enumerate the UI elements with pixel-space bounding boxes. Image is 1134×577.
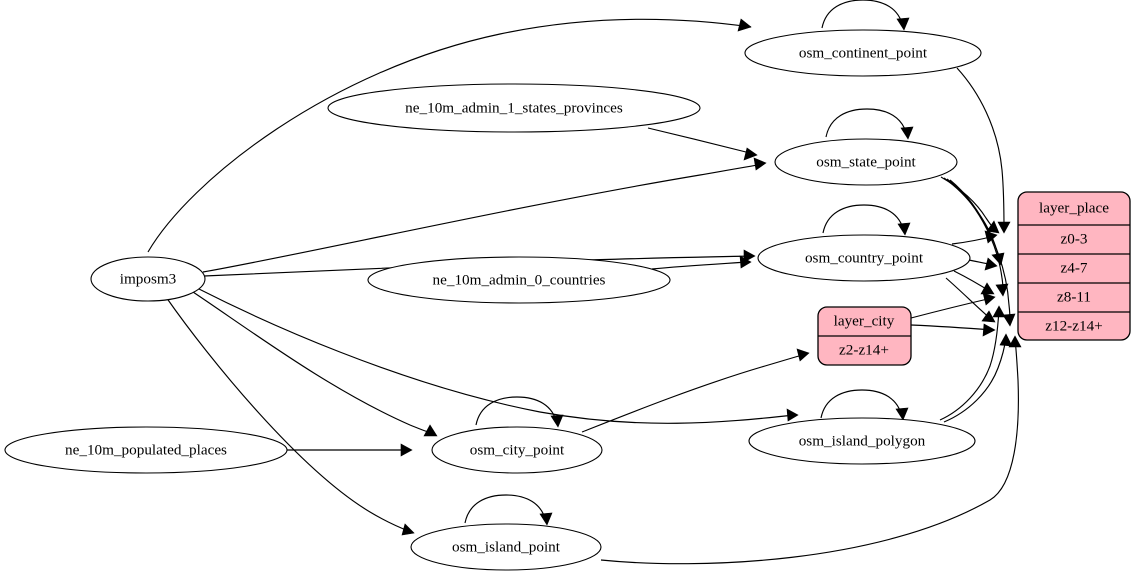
- node-osm-state-point[interactable]: osm_state_point: [774, 138, 958, 186]
- edge-osm-state-point-to-layer-place-z0-3: [940, 176, 1000, 234]
- edge-osm-island-polygon-to-layer-place-z12-z14: [943, 333, 1013, 423]
- edge-layer-city-to-layer-place-z8-11: [910, 292, 996, 319]
- edge-osm-country-point-to-layer-place-z0-3: [951, 230, 998, 245]
- edge-ne-populated-to-osm-city-point: [286, 443, 413, 457]
- node-imposm3-label: imposm3: [120, 270, 177, 287]
- node-ne-countries-label: ne_10m_admin_0_countries: [433, 271, 606, 288]
- node-osm-country-point[interactable]: osm_country_point: [757, 234, 971, 282]
- node-osm-island-polygon-label: osm_island_polygon: [799, 432, 926, 449]
- record-layer-place-row-z12-z14[interactable]: z12-z14+: [1045, 317, 1102, 334]
- edge-layer: [147, 0, 1022, 565]
- edge-layer-city-to-layer-place-z12-z14: [910, 323, 996, 337]
- record-layer: layer_place z0-3 z4-7 z8-11 z12-z14+ lay…: [817, 191, 1131, 366]
- edge-imposm3-to-osm-city-point: [192, 291, 438, 437]
- self-loop-osm-continent-point: [821, 0, 910, 31]
- node-ne-states-label: ne_10m_admin_1_states_provinces: [405, 99, 623, 116]
- edge-ne-countries-to-osm-country-point: [651, 255, 752, 270]
- self-loop-osm-island-polygon: [820, 389, 909, 421]
- edge-ne-states-to-osm-state-point: [647, 127, 758, 161]
- edge-imposm3-to-osm-island-polygon: [198, 288, 799, 424]
- record-layer-city-row-z2-z14[interactable]: z2-z14+: [839, 341, 889, 358]
- record-layer-place-row-z4-7[interactable]: z4-7: [1061, 259, 1088, 276]
- node-osm-continent-point-label: osm_continent_point: [799, 44, 928, 61]
- record-layer-place-frame: [1017, 191, 1131, 341]
- node-osm-country-point-label: osm_country_point: [805, 249, 924, 266]
- edge-osm-island-point-to-layer-place-z12-z14: [600, 335, 1022, 565]
- edge-osm-state-point-to-layer-place-z12-z14: [949, 179, 1016, 327]
- edge-imposm3-to-osm-state-point: [202, 157, 767, 273]
- edge-osm-state-point-to-layer-place-z8-11: [946, 178, 1009, 297]
- node-osm-continent-point[interactable]: osm_continent_point: [744, 29, 982, 77]
- node-ne-10m-admin-1-states-provinces[interactable]: ne_10m_admin_1_states_provinces: [327, 83, 701, 133]
- node-osm-island-point-label: osm_island_point: [452, 538, 561, 555]
- record-layer-place-header: layer_place: [1039, 199, 1109, 216]
- node-ne-10m-admin-0-countries[interactable]: ne_10m_admin_0_countries: [367, 256, 671, 304]
- node-ne-10m-populated-places[interactable]: ne_10m_populated_places: [4, 426, 288, 474]
- self-loop-osm-country-point: [822, 204, 911, 236]
- edge-imposm3-to-osm-continent-point: [147, 18, 752, 253]
- edge-osm-country-point-to-layer-place-z12-z14: [945, 277, 996, 323]
- edge-osm-island-polygon-to-layer-place-z8-11: [939, 305, 1006, 421]
- node-osm-city-point-label: osm_city_point: [470, 441, 565, 458]
- record-layer-city-header: layer_city: [834, 312, 895, 329]
- node-osm-state-point-label: osm_state_point: [816, 153, 916, 170]
- node-osm-city-point[interactable]: osm_city_point: [431, 426, 603, 474]
- node-ne-populated-label: ne_10m_populated_places: [65, 441, 227, 458]
- record-layer-place[interactable]: layer_place z0-3 z4-7 z8-11 z12-z14+: [1017, 191, 1131, 341]
- self-loop-osm-city-point: [475, 396, 564, 428]
- edge-osm-city-point-to-layer-city: [581, 348, 810, 433]
- record-layer-place-row-z0-3[interactable]: z0-3: [1061, 230, 1088, 247]
- node-osm-island-polygon[interactable]: osm_island_polygon: [748, 417, 976, 465]
- self-loop-osm-state-point: [825, 108, 914, 140]
- record-layer-city[interactable]: layer_city z2-z14+: [817, 306, 912, 366]
- edge-imposm3-to-osm-island-point: [165, 296, 415, 536]
- edge-osm-continent-point-to-layer-place-z0-3: [956, 67, 1011, 234]
- edge-osm-country-point-to-layer-place-z8-11: [953, 270, 995, 295]
- node-osm-island-point[interactable]: osm_island_point: [410, 523, 602, 571]
- record-layer-place-row-z8-11[interactable]: z8-11: [1057, 288, 1091, 305]
- node-layer: imposm3 ne_10m_admin_1_states_provinces …: [4, 29, 982, 571]
- self-loop-osm-island-point: [464, 494, 553, 526]
- node-imposm3[interactable]: imposm3: [90, 256, 206, 302]
